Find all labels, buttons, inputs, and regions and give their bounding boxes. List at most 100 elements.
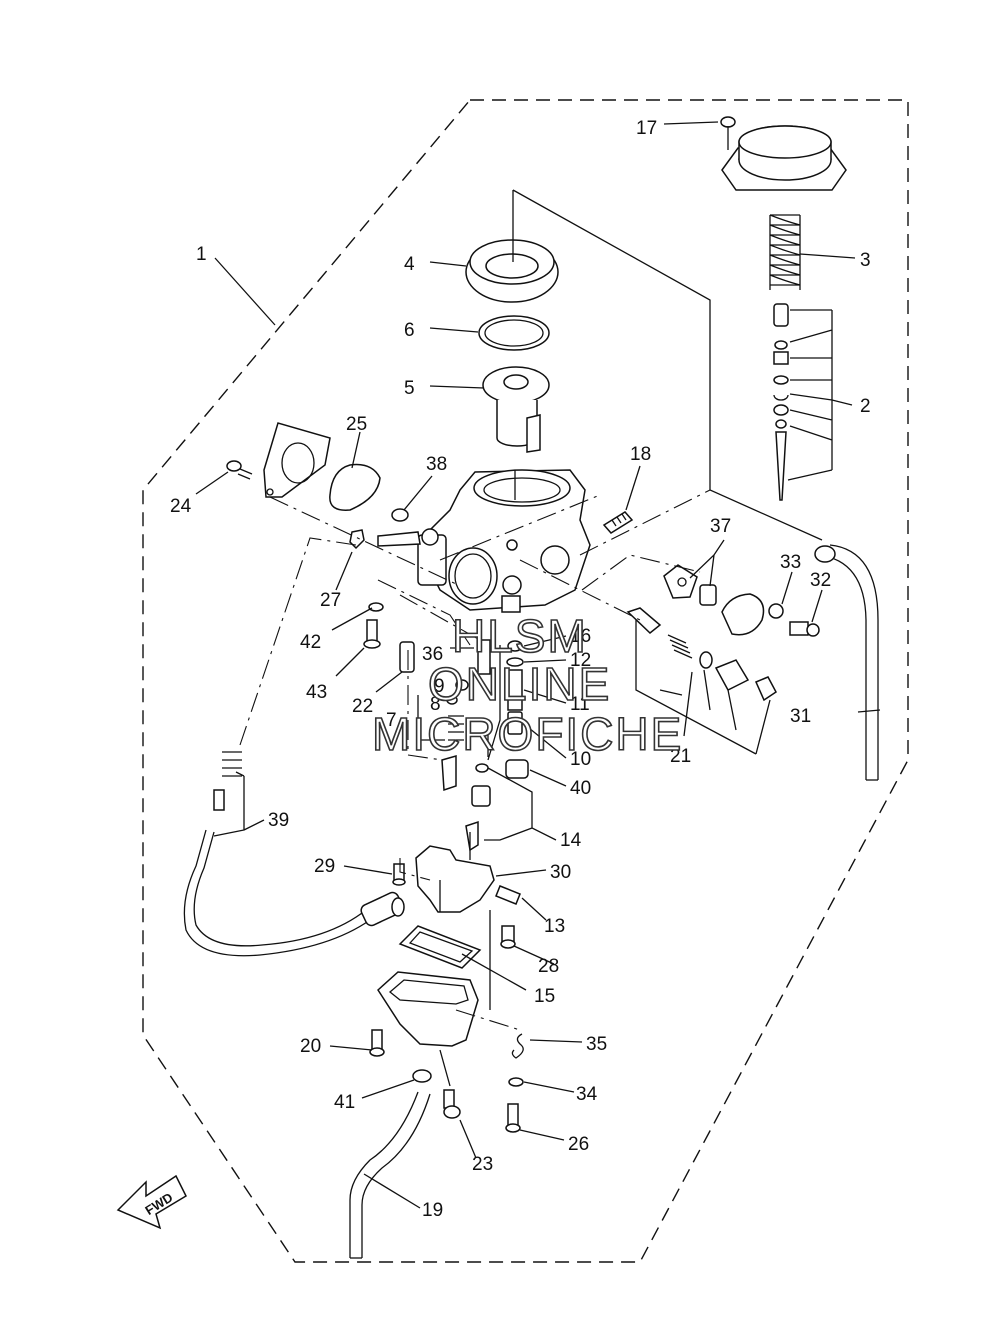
part-30-float xyxy=(415,845,495,913)
callout-23: 23 xyxy=(472,1154,493,1175)
part-9-washer xyxy=(455,679,469,691)
callout-14: 14 xyxy=(560,830,582,851)
callout-40: 40 xyxy=(570,778,591,799)
callout-43: 43 xyxy=(306,682,327,703)
callout-6: 6 xyxy=(404,320,415,341)
callout-17: 17 xyxy=(636,118,657,139)
part-38-fitting xyxy=(391,508,409,522)
callout-42: 42 xyxy=(300,632,321,653)
part-42-washer xyxy=(368,602,384,612)
part-top-cover xyxy=(721,125,847,191)
part-2-needle-set xyxy=(773,303,789,501)
part-24-screw xyxy=(226,460,253,480)
leader-lines xyxy=(195,121,881,1209)
part-23-screw xyxy=(443,1089,461,1119)
part-17-screw xyxy=(720,116,736,150)
part-plate-gasket xyxy=(263,422,331,498)
part-18-screw xyxy=(602,511,634,534)
callout-9: 9 xyxy=(434,676,445,697)
callout-33: 33 xyxy=(780,552,801,573)
callout-28: 28 xyxy=(538,956,559,977)
callout-34: 34 xyxy=(576,1084,598,1105)
callout-30: 30 xyxy=(550,862,571,883)
callout-3: 3 xyxy=(860,250,871,271)
callout-38: 38 xyxy=(426,454,447,475)
callout-12: 12 xyxy=(570,650,591,671)
part-4-diaphragm xyxy=(465,239,559,303)
part-19-drain-hose xyxy=(349,1091,431,1259)
assembly-boundary xyxy=(142,99,909,1263)
part-13-pin xyxy=(495,885,521,905)
callout-1: 1 xyxy=(196,244,207,265)
part-float-bowl xyxy=(377,971,479,1047)
parts xyxy=(183,116,879,1259)
callout-11: 11 xyxy=(570,694,590,715)
callout-24: 24 xyxy=(170,496,192,517)
callout-37: 37 xyxy=(710,516,731,537)
part-27-nut xyxy=(349,529,365,550)
callout-29: 29 xyxy=(314,856,335,877)
part-26-screw xyxy=(505,1103,521,1133)
watermark-line-3: MICROFICHE xyxy=(372,708,683,760)
part-11-emulsion-tube xyxy=(507,669,523,711)
part-6-oring xyxy=(478,315,550,351)
callout-22: 22 xyxy=(352,696,373,717)
callout-19: 19 xyxy=(422,1200,443,1221)
callout-16: 16 xyxy=(570,626,591,647)
part-carburetor-body xyxy=(417,469,591,613)
part-31-hose xyxy=(814,544,879,781)
callout-31: 31 xyxy=(790,706,811,727)
alignment-lines xyxy=(239,189,823,1087)
fwd-direction-arrow: FWD xyxy=(116,1174,187,1230)
part-3-spring xyxy=(769,214,801,290)
callout-36: 36 xyxy=(422,644,443,665)
part-25-oring xyxy=(329,463,381,511)
callout-41: 41 xyxy=(334,1092,355,1113)
watermark-line-1: HLSM xyxy=(452,610,588,662)
part-34-washer xyxy=(508,1077,524,1087)
part-7-starter-jet xyxy=(441,715,464,792)
callout-13: 13 xyxy=(544,916,565,937)
part-14-needle-valve xyxy=(465,763,491,852)
part-inlet-tube xyxy=(377,528,439,547)
callout-25: 25 xyxy=(346,414,367,435)
callout-18: 18 xyxy=(630,444,651,465)
callout-39: 39 xyxy=(268,810,289,831)
callout-8: 8 xyxy=(430,694,441,715)
part-35-clip xyxy=(511,1033,524,1059)
part-16-jet xyxy=(507,640,523,652)
watermark: HLSM ONLINE MICROFICHE xyxy=(371,609,683,761)
part-33-washer xyxy=(768,603,784,619)
callout-27: 27 xyxy=(320,590,341,611)
part-28-screw xyxy=(500,925,516,949)
part-20-screw xyxy=(369,1029,385,1057)
part-15-gasket xyxy=(398,925,482,969)
callout-26: 26 xyxy=(568,1134,589,1155)
callout-labels: 1 2 3 4 5 6 7 8 9 10 11 12 13 14 15 16 1… xyxy=(170,118,871,1221)
callout-32: 32 xyxy=(810,570,831,591)
callout-21: 21 xyxy=(670,746,691,767)
watermark-line-2: ONLINE xyxy=(428,658,611,710)
callout-2: 2 xyxy=(860,396,871,417)
part-37-housing xyxy=(663,564,765,636)
callout-15: 15 xyxy=(534,986,555,1007)
part-8-washer xyxy=(446,695,458,705)
callout-10: 10 xyxy=(570,749,591,770)
part-12-oring xyxy=(506,657,524,667)
part-10-main-jet xyxy=(507,711,523,735)
part-32-screw xyxy=(789,621,820,637)
part-21-pilot-screw xyxy=(626,607,777,702)
part-22-jet xyxy=(399,641,415,673)
callout-4: 4 xyxy=(404,254,415,275)
part-29-screw xyxy=(392,863,406,886)
callout-5: 5 xyxy=(404,378,415,399)
part-40-holder xyxy=(505,759,529,779)
part-39-throttle-cable xyxy=(183,751,405,957)
part-41-clamp xyxy=(412,1069,432,1083)
part-36-jet xyxy=(477,639,491,675)
part-5-piston xyxy=(482,366,550,453)
callout-35: 35 xyxy=(586,1034,607,1055)
part-43-screw xyxy=(363,619,381,649)
callout-7: 7 xyxy=(386,710,397,731)
